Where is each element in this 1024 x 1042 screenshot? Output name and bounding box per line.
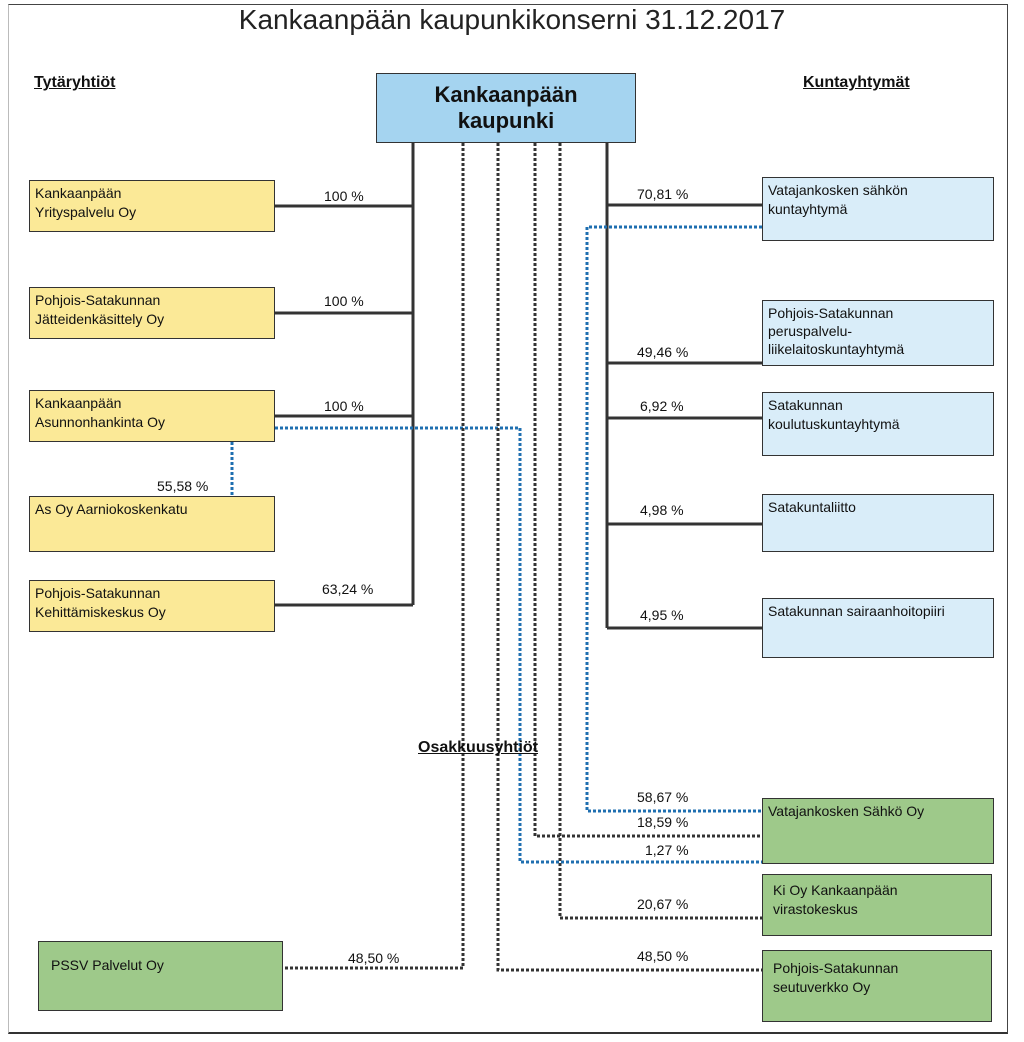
ownership-percent: 100 %: [324, 398, 364, 414]
ownership-percent: 55,58 %: [157, 478, 209, 494]
associate-name: Vatajankosken Sähkö Oy: [768, 803, 925, 819]
blue-dotted-links: [230, 225, 762, 864]
federation-box-peruspalvelu: Pohjois-Satakunnan peruspalvelu- liikela…: [762, 300, 994, 366]
black-dotted-links: [283, 143, 762, 972]
subsidiary-box-kehittamiskeskus: Pohjois-Satakunnan Kehittämiskeskus Oy: [29, 580, 275, 632]
ownership-percent: 20,67 %: [637, 896, 689, 912]
ownership-percent: 70,81 %: [637, 186, 689, 202]
ownership-percent: 49,46 %: [637, 344, 689, 360]
ownership-percent: 18,59 %: [637, 814, 689, 830]
associate-name: virastokeskus: [773, 901, 858, 917]
heading-federations: Kuntayhtymät: [803, 74, 910, 91]
federation-name: Pohjois-Satakunnan: [768, 305, 894, 321]
subsidiary-name: Jätteidenkäsittely Oy: [35, 311, 165, 327]
federation-name: Satakunnan sairaanhoitopiiri: [768, 603, 945, 619]
subsidiary-name: Yrityspalvelu Oy: [35, 204, 137, 220]
ownership-percent: 4,98 %: [640, 502, 684, 518]
associate-box-pssv: PSSV Palvelut Oy: [38, 941, 283, 1011]
federation-name: Satakuntaliitto: [768, 499, 856, 515]
subsidiary-name: As Oy Aarniokoskenkatu: [35, 501, 188, 517]
subsidiary-name: Pohjois-Satakunnan: [35, 585, 161, 601]
kuntayhtyma-to-sahko-link: [585, 225, 762, 813]
asunnonhankinta-to-sahko-link: [275, 426, 762, 864]
federation-box-vatajankosken-sahkon: Vatajankosken sähkön kuntayhtymä: [762, 177, 994, 241]
federation-name: koulutuskuntayhtymä: [768, 416, 900, 432]
federation-name: Vatajankosken sähkön: [768, 182, 908, 198]
federation-box-satakuntaliitto: Satakuntaliitto: [762, 494, 994, 552]
pssv-link: [283, 143, 465, 970]
federation-box-sairaanhoitopiiri: Satakunnan sairaanhoitopiiri: [762, 598, 994, 658]
subsidiary-connectors: [275, 143, 415, 607]
ownership-percent: 100 %: [324, 188, 364, 204]
associate-name: PSSV Palvelut Oy: [51, 957, 164, 973]
subsidiary-name: Pohjois-Satakunnan: [35, 292, 161, 308]
ownership-percent: 48,50 %: [637, 948, 689, 964]
subsidiary-box-asunnonhankinta: Kankaanpään Asunnonhankinta Oy: [29, 390, 275, 442]
ownership-percent: 100 %: [324, 293, 364, 309]
diagram-frame: [8, 4, 1008, 1034]
ownership-percent: 58,67 %: [637, 789, 689, 805]
ownership-percent: 6,92 %: [640, 398, 684, 414]
federation-name: peruspalvelu-: [768, 323, 853, 339]
associate-box-virastokeskus: Ki Oy Kankaanpään virastokeskus: [762, 874, 992, 936]
ownership-percent: 4,95 %: [640, 607, 684, 623]
city-name-line2: kaupunki: [457, 108, 555, 133]
subsidiary-name: Kankaanpään: [35, 395, 122, 411]
associate-name: seutuverkko Oy: [773, 979, 871, 995]
subsidiary-box-aarniokoskenkatu: As Oy Aarniokoskenkatu: [29, 496, 275, 552]
ownership-percent: 63,24 %: [322, 581, 374, 597]
associate-name: Ki Oy Kankaanpään: [773, 882, 898, 898]
ownership-percent: 1,27 %: [645, 842, 689, 858]
ownership-percent: 48,50 %: [348, 950, 400, 966]
subsidiary-box-yrityspalvelu: Kankaanpään Yrityspalvelu Oy: [29, 180, 275, 232]
federation-name: kuntayhtymä: [768, 201, 848, 217]
subsidiary-box-jatteidenkasittely: Pohjois-Satakunnan Jätteidenkäsittely Oy: [29, 287, 275, 339]
page-title: Kankaanpään kaupunkikonserni 31.12.2017: [238, 4, 786, 35]
associate-box-vatajankosken-sahko-oy: Vatajankosken Sähkö Oy: [762, 798, 994, 864]
federation-name: liikelaitoskuntayhtymä: [768, 341, 905, 357]
virastokeskus-link: [558, 143, 762, 920]
subsidiary-name: Kehittämiskeskus Oy: [35, 604, 166, 620]
federation-connectors: [605, 143, 762, 630]
city-name-line1: Kankaanpään: [434, 82, 578, 107]
heading-associates: Osakkuusyhtiöt: [418, 739, 539, 756]
seutuverkko-link: [496, 143, 762, 972]
associate-box-seutuverkko: Pohjois-Satakunnan seutuverkko Oy: [762, 950, 992, 1022]
sahko-oy-link: [533, 143, 762, 838]
federation-box-koulutuskuntayhtyma: Satakunnan koulutuskuntayhtymä: [762, 392, 994, 456]
subsidiary-name: Kankaanpään: [35, 185, 122, 201]
city-box: Kankaanpään kaupunki: [376, 73, 636, 143]
subsidiary-name: Asunnonhankinta Oy: [35, 414, 165, 430]
associate-name: Pohjois-Satakunnan: [773, 960, 899, 976]
federation-name: Satakunnan: [768, 397, 843, 413]
heading-subsidiaries: Tytäryhtiöt: [34, 74, 116, 91]
